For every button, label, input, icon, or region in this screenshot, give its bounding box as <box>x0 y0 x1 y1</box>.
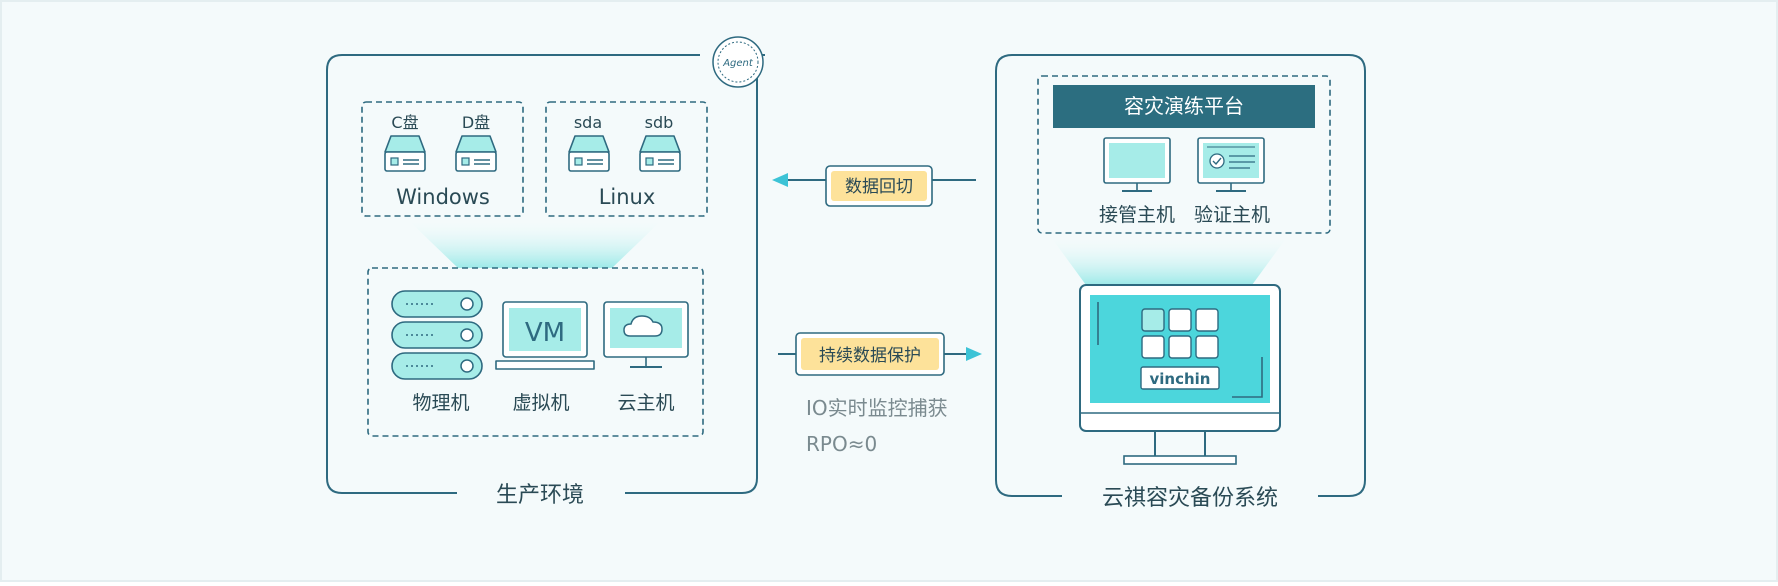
laptop-icon <box>495 301 595 370</box>
verify-host-label: 验证主机 <box>1194 204 1270 226</box>
linux-disk-sdb-label: sdb <box>645 113 674 132</box>
backup-appliance-monitor: vinchin <box>1079 284 1281 465</box>
cloud-monitor-icon <box>603 301 689 368</box>
disk-icon <box>639 135 681 172</box>
failback-flow: 数据回切 <box>772 165 976 207</box>
windows-disk-c-label: C盘 <box>391 113 418 132</box>
takeover-host-label: 接管主机 <box>1099 204 1175 226</box>
protection-tag <box>801 338 939 370</box>
production-environment: 生产环境 Agent C盘 D盘 <box>326 36 765 508</box>
linux-group: sda sdb Linux <box>545 101 708 217</box>
cloud-icon <box>623 315 663 337</box>
drill-platform-header <box>1053 85 1315 128</box>
disk-icon <box>384 135 426 172</box>
failback-label: 数据回切 <box>845 177 913 197</box>
app-grid-icon <box>1141 308 1219 359</box>
linux-disk-sda-label: sda <box>574 113 602 132</box>
arrow-left-icon <box>772 173 788 187</box>
dr-beam <box>1048 233 1290 285</box>
drill-platform-title: 容灾演练平台 <box>1124 94 1244 118</box>
production-title: 生产环境 <box>496 483 584 508</box>
failback-tag <box>831 171 927 201</box>
compute-nodes-group: 物理机 VM 虚拟机 云主机 <box>367 267 704 437</box>
production-beam <box>404 216 666 268</box>
dr-system: 云祺容灾备份系统 容灾演练平台 接管主机 <box>995 54 1366 511</box>
check-icon <box>1209 153 1225 169</box>
vm-screen-label: VM <box>525 318 565 348</box>
agent-badge-label: Agent <box>722 58 754 69</box>
protection-flow: 持续数据保护 IO实时监控捕获 RPO≈0 <box>778 332 982 456</box>
agent-badge: Agent <box>712 36 764 88</box>
windows-label: Windows <box>396 185 490 209</box>
disk-icon <box>568 135 610 172</box>
virtual-machine-label: 虚拟机 <box>512 392 569 414</box>
physical-machine-label: 物理机 <box>412 392 469 414</box>
disk-icon <box>455 135 497 172</box>
io-capture-note: IO实时监控捕获 <box>806 396 948 420</box>
linux-label: Linux <box>599 185 656 209</box>
windows-disk-d-label: D盘 <box>462 113 490 132</box>
cloud-host-label: 云主机 <box>617 392 674 414</box>
dr-system-frame <box>995 54 1366 497</box>
drill-platform-group: 容灾演练平台 接管主机 验证主机 <box>1037 75 1331 234</box>
rpo-note: RPO≈0 <box>806 432 877 456</box>
physical-server-icon <box>391 290 483 380</box>
monitor-icon <box>1103 137 1171 192</box>
protection-label: 持续数据保护 <box>819 346 921 366</box>
verify-monitor-icon <box>1197 137 1265 192</box>
brand-plate <box>1140 366 1220 390</box>
arrow-right-icon <box>966 347 982 361</box>
windows-group: C盘 D盘 Windows <box>361 101 524 217</box>
dr-system-title: 云祺容灾备份系统 <box>1102 486 1278 511</box>
brand-logo-text: vinchin <box>1150 370 1211 388</box>
